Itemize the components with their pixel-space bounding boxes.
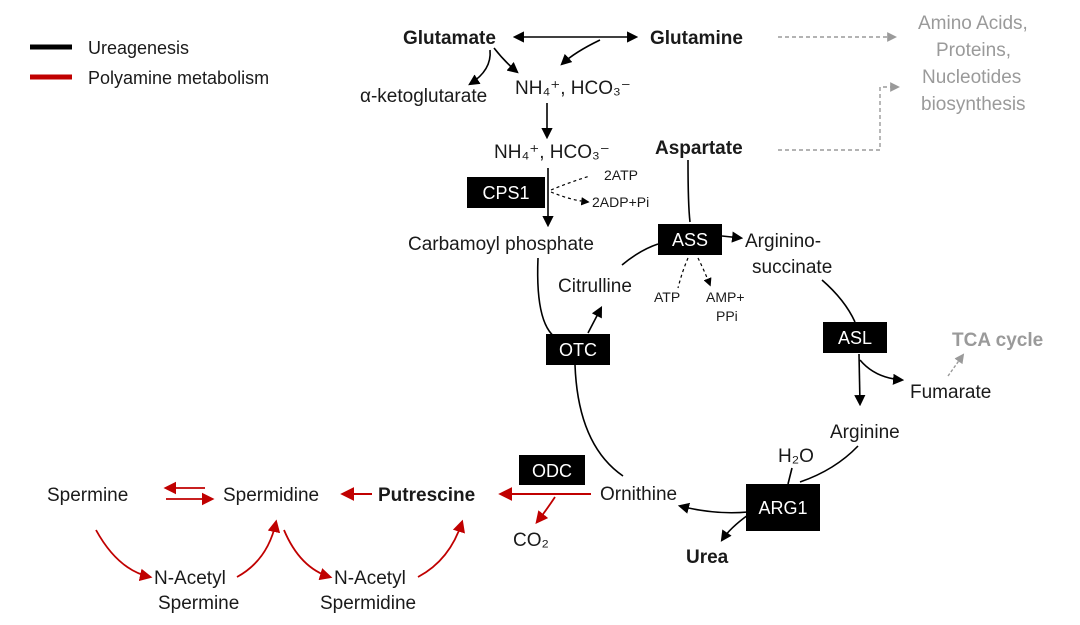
aspartate-to-biosynthesis-arrow — [778, 82, 900, 151]
asl-to-arginine-arrow — [854, 353, 866, 407]
citrulline-label: Citrulline — [558, 276, 632, 297]
argininosuccinate-line2: succinate — [752, 257, 832, 278]
fumarate-to-tca-arrow — [947, 353, 965, 377]
n-acetyl-spermidine-to-putrescine-arrow — [417, 519, 465, 578]
h2o-to-arg1-line — [787, 467, 793, 485]
glutamate-to-nh4-arrow — [493, 47, 519, 74]
ass-amp-dashed — [697, 257, 712, 287]
glutamate-label: Glutamate — [403, 28, 496, 49]
asl-to-fumarate-arrow — [859, 359, 905, 385]
putrescine-label: Putrescine — [378, 485, 475, 506]
ass-enzyme-label: ASS — [672, 230, 708, 250]
n-acetyl-spermine-line1: N-Acetyl — [154, 568, 226, 589]
adp-2-label: 2ADP+Pi — [592, 194, 649, 210]
legend: Ureagenesis Polyamine metabolism — [30, 38, 269, 88]
n-acetyl-spermine-line2: Spermine — [158, 593, 239, 614]
argininosuccinate-to-asl-line — [821, 279, 856, 323]
n-acetyl-spermidine-line1: N-Acetyl — [334, 568, 406, 589]
cps1-adp-dashed — [550, 191, 590, 206]
arg1-enzyme-label: ARG1 — [758, 498, 807, 518]
biosynthesis-label: biosynthesis — [921, 94, 1026, 115]
proteins-label: Proteins, — [936, 40, 1011, 61]
ornithine-label: Ornithine — [600, 484, 677, 505]
carbamoyl-phosphate-label: Carbamoyl phosphate — [408, 234, 594, 255]
tca-cycle-label: TCA cycle — [952, 330, 1043, 351]
legend-ureagenesis-label: Ureagenesis — [88, 38, 189, 58]
arginine-label: Arginine — [830, 422, 900, 443]
atp-label: ATP — [654, 289, 680, 305]
cps1-enzyme-label: CPS1 — [482, 183, 529, 203]
alpha-ketoglutarate-label: α-ketoglutarate — [360, 86, 487, 107]
glutamine-label: Glutamine — [650, 28, 743, 49]
asl-enzyme-box — [823, 322, 887, 353]
argininosuccinate-line1: Arginino- — [745, 231, 821, 252]
arginine-to-arg1-line — [799, 445, 859, 483]
amp-label: AMP+ — [706, 289, 745, 305]
spermidine-label: Spermidine — [223, 485, 319, 506]
legend-polyamine-label: Polyamine metabolism — [88, 68, 269, 88]
atp-2-label: 2ATP — [604, 167, 638, 183]
arg1-to-ornithine-arrow — [677, 502, 749, 514]
h2o-label: H₂O — [778, 446, 814, 467]
otc-to-citrulline-arrow — [587, 306, 603, 334]
arg1-enzyme-box — [746, 484, 820, 531]
ass-to-argininosuccinate-arrow — [721, 231, 744, 243]
co2-label: CO₂ — [513, 530, 549, 551]
odc-enzyme-box — [519, 455, 585, 485]
ornithine-to-otc-line — [574, 364, 624, 477]
nh4-hco3-label: NH₄⁺, HCO₃⁻ — [494, 142, 610, 163]
asl-enzyme-label: ASL — [838, 328, 872, 348]
glutamine-to-nh4-arrow — [560, 39, 601, 66]
otc-enzyme-label: OTC — [559, 340, 597, 360]
ppi-label: PPi — [716, 308, 738, 324]
cps1-atp-dashed — [550, 175, 591, 191]
odc-to-co2-arrow — [535, 496, 556, 524]
spermidine-to-n-acetyl-spermidine-arrow — [283, 529, 333, 581]
cps1-enzyme-box — [467, 177, 545, 208]
carbamoyl-to-otc-line — [536, 257, 561, 341]
biosynthesis-output: Amino Acids, Proteins, Nucleotides biosy… — [918, 13, 1028, 115]
nucleotides-label: Nucleotides — [922, 67, 1021, 88]
arg1-to-urea-arrow — [720, 514, 749, 542]
odc-enzyme-label: ODC — [532, 461, 572, 481]
urea-label: Urea — [686, 547, 729, 568]
amino-acids-label: Amino Acids, — [918, 13, 1028, 34]
fumarate-label: Fumarate — [910, 382, 991, 403]
ass-atp-dashed — [677, 257, 689, 289]
spermine-label: Spermine — [47, 485, 128, 506]
n-acetyl-spermidine-line2: Spermidine — [320, 593, 416, 614]
glutamate-to-akg-arrow — [468, 49, 491, 86]
n-acetyl-spermine-to-spermidine-arrow — [236, 519, 281, 578]
aspartate-label: Aspartate — [655, 138, 743, 159]
spermine-to-n-acetyl-spermine-arrow — [95, 529, 153, 581]
aspartate-to-ass-line — [687, 159, 691, 223]
citrulline-to-ass-line — [621, 243, 659, 266]
nh4-hco3-top-label: NH₄⁺, HCO₃⁻ — [515, 78, 631, 99]
ass-enzyme-box — [658, 224, 722, 255]
